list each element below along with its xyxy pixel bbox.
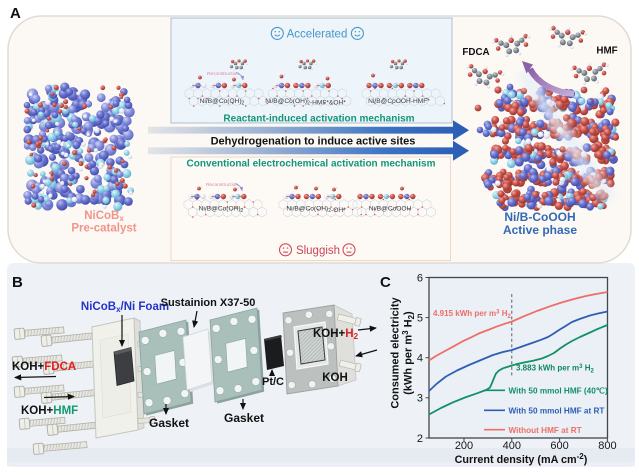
- svg-text:6: 6: [417, 272, 423, 284]
- svg-text:Pre-catalyst: Pre-catalyst: [71, 223, 136, 235]
- svg-text:NiCoBx: NiCoBx: [84, 210, 124, 223]
- svg-text:400: 400: [503, 440, 521, 452]
- svg-text:(kWh per m3 H2): (kWh per m3 H2): [401, 311, 416, 395]
- svg-text:Gasket: Gasket: [149, 416, 189, 430]
- svg-text:Sluggish: Sluggish: [296, 245, 340, 257]
- svg-text:Reactant-induced activation me: Reactant-induced activation mechanism: [223, 114, 414, 125]
- svg-text:600: 600: [550, 440, 568, 452]
- svg-text:Ni/B-CoOOH: Ni/B-CoOOH: [504, 210, 575, 224]
- svg-text:HMF: HMF: [596, 46, 617, 57]
- svg-text:Accelerated: Accelerated: [287, 29, 348, 41]
- svg-text:C: C: [380, 274, 391, 291]
- svg-text:Ni/B@CoOOH-HMF*: Ni/B@CoOOH-HMF*: [368, 98, 430, 105]
- svg-text:With 50 mmol HMF (40℃): With 50 mmol HMF (40℃): [509, 387, 608, 396]
- svg-text:Sustainion X37-50: Sustainion X37-50: [161, 297, 256, 309]
- svg-text:3: 3: [417, 393, 423, 405]
- svg-text:Reconstruction: Reconstruction: [206, 182, 238, 188]
- svg-text:200: 200: [455, 440, 473, 452]
- svg-text:Without HMF at RT: Without HMF at RT: [509, 426, 582, 435]
- svg-text:A: A: [10, 5, 21, 22]
- svg-text:Conventional electrochemical a: Conventional electrochemical activation …: [187, 159, 436, 170]
- svg-text:Active phase: Active phase: [503, 223, 577, 237]
- svg-text:KOH+H2: KOH+H2: [313, 328, 359, 341]
- svg-text:Ni/B@CoOOH: Ni/B@CoOOH: [369, 206, 412, 213]
- svg-text:Ni/B@Co(OH)2: Ni/B@Co(OH)2: [199, 206, 244, 215]
- svg-text:Gasket: Gasket: [224, 411, 264, 425]
- svg-text:Ni/B@Co(OH)2-HMF*&OH*: Ni/B@Co(OH)2-HMF*&OH*: [265, 98, 346, 107]
- svg-text:With 50 mmol HMF at RT: With 50 mmol HMF at RT: [509, 407, 605, 416]
- svg-text:2: 2: [417, 433, 423, 445]
- svg-text:800: 800: [598, 440, 616, 452]
- svg-text:Consumed electricity: Consumed electricity: [390, 296, 402, 408]
- svg-text:FDCA: FDCA: [462, 47, 489, 58]
- svg-text:B: B: [12, 274, 23, 291]
- svg-text:5: 5: [417, 312, 423, 324]
- svg-text:Ni/B@Co(OH)2: Ni/B@Co(OH)2: [200, 98, 245, 107]
- svg-text:KOH+FDCA: KOH+FDCA: [12, 361, 76, 373]
- svg-text:4: 4: [417, 353, 423, 365]
- svg-text:Pt/C: Pt/C: [262, 376, 284, 388]
- svg-text:4.915 kWh per m3 H2: 4.915 kWh per m3 H2: [433, 309, 511, 320]
- svg-text:Current density (mA cm-2): Current density (mA cm-2): [455, 452, 588, 466]
- svg-text:Dehydrogenation to induce acti: Dehydrogenation to induce active sites: [211, 135, 416, 147]
- svg-text:KOH+HMF: KOH+HMF: [21, 405, 78, 417]
- svg-text:Ni/B@Co(OH)2-OH*: Ni/B@Co(OH)2-OH*: [286, 206, 346, 215]
- svg-text:3.883 kWh per m3 H2: 3.883 kWh per m3 H2: [516, 364, 594, 375]
- svg-text:KOH: KOH: [322, 372, 348, 384]
- svg-text:NiCoBx/Ni Foam: NiCoBx/Ni Foam: [81, 301, 169, 314]
- svg-text:Reconstruction: Reconstruction: [207, 71, 239, 77]
